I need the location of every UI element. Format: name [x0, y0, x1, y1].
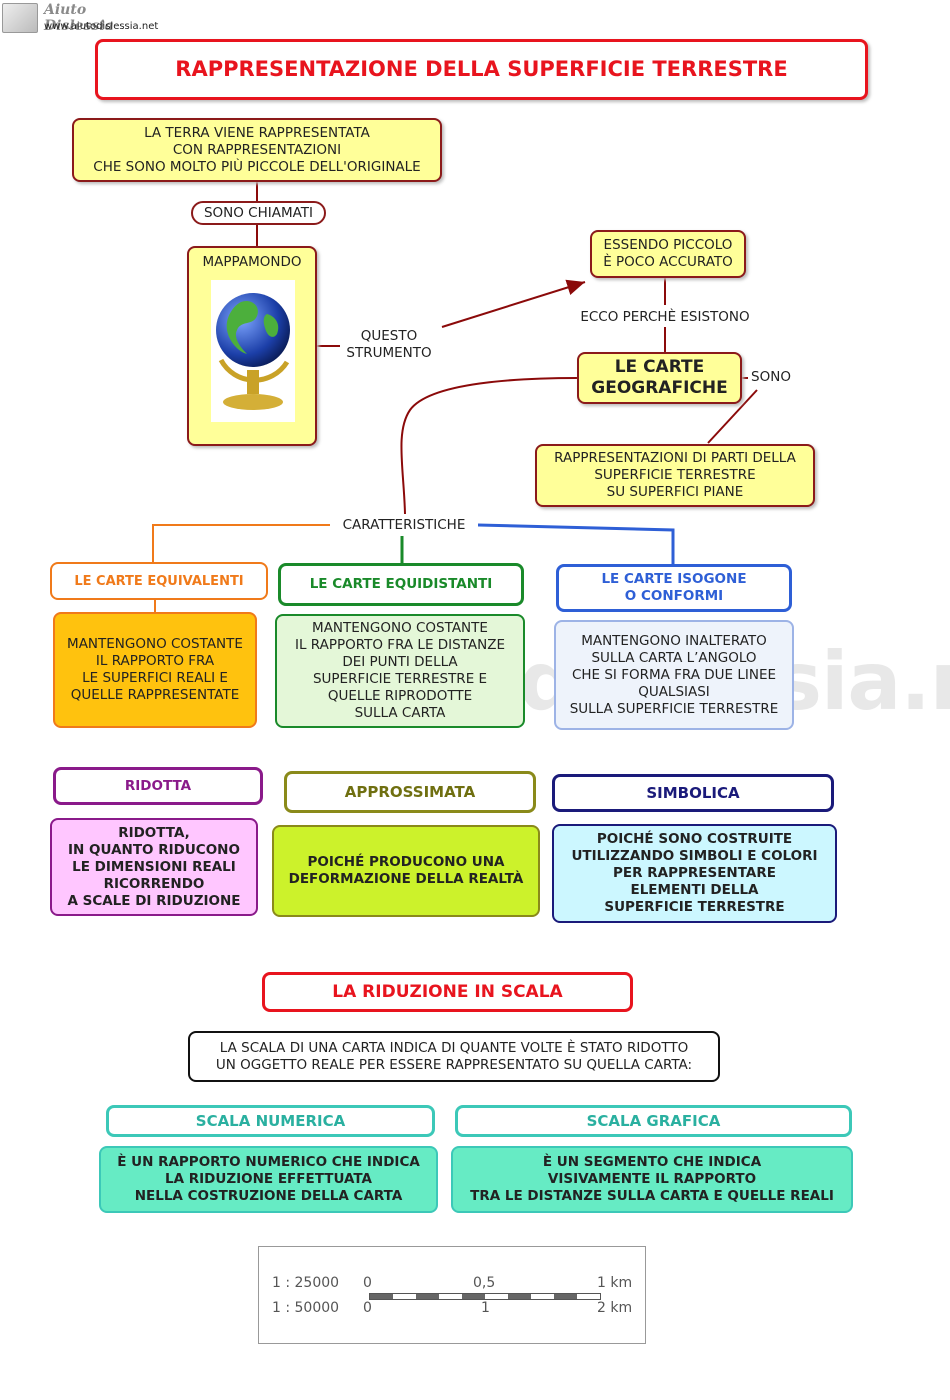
page-title: RAPPRESENTAZIONE DELLA SUPERFICIE TERRES… [95, 39, 868, 100]
link-sono-chiamati: SONO CHIAMATI [191, 201, 326, 225]
scale-row2-mid: 1 [481, 1300, 490, 1316]
scale-row2-end: 2 km [597, 1300, 633, 1316]
scale-desc-numerica: È UN RAPPORTO NUMERICO CHE INDICA LA RID… [99, 1146, 438, 1213]
type-title-equidistanti: LE CARTE EQUIDISTANTI [278, 563, 524, 606]
link-caratteristiche: CARATTERISTICHE [330, 517, 478, 534]
type-title-equivalenti: LE CARTE EQUIVALENTI [50, 562, 268, 600]
link-ecco-perche: ECCO PERCHÈ ESISTONO [570, 309, 760, 326]
scale-example: 1 : 25000 0 0,5 1 km 1 : 50000 0 1 2 km [258, 1246, 646, 1344]
prop-title-approssimata: APPROSSIMATA [284, 771, 536, 813]
link-questo-strumento: QUESTO STRUMENTO [340, 328, 438, 362]
scale-desc-grafica: È UN SEGMENTO CHE INDICA VISIVAMENTE IL … [451, 1146, 853, 1213]
riduzione-def: LA SCALA DI UNA CARTA INDICA DI QUANTE V… [188, 1031, 720, 1082]
logo: Aiuto Dislessia www.aiutodislessia.net [0, 0, 160, 36]
intro-box: LA TERRA VIENE RAPPRESENTATA CON RAPPRES… [72, 118, 442, 182]
logo-url: www.aiutodislessia.net [44, 21, 159, 32]
definizione-carte-box: RAPPRESENTAZIONI DI PARTI DELLA SUPERFIC… [535, 444, 815, 507]
logo-book-icon [2, 3, 38, 33]
prop-desc-approssimata: POICHÉ PRODUCONO UNA DEFORMAZIONE DELLA … [272, 825, 540, 917]
prop-title-ridotta: RIDOTTA [53, 767, 263, 805]
mappamondo-label: MAPPAMONDO [202, 254, 302, 270]
type-title-isogone: LE CARTE ISOGONE O CONFORMI [556, 564, 792, 612]
piccolo-box: ESSENDO PICCOLO È POCO ACCURATO [590, 230, 746, 278]
type-desc-equidistanti: MANTENGONO COSTANTE IL RAPPORTO FRA LE D… [275, 614, 525, 728]
prop-title-simbolica: SIMBOLICA [552, 774, 834, 812]
scale-title-grafica: SCALA GRAFICA [455, 1105, 852, 1137]
scale-row1-mid: 0,5 [473, 1275, 496, 1291]
mappamondo-box: MAPPAMONDO [187, 246, 317, 446]
type-desc-equivalenti: MANTENGONO COSTANTE IL RAPPORTO FRA LE S… [53, 612, 257, 728]
prop-desc-ridotta: RIDOTTA, IN QUANTO RIDUCONO LE DIMENSION… [50, 818, 258, 916]
scale-bar [369, 1293, 601, 1300]
scale-row2-start: 0 [363, 1300, 372, 1316]
logo-brand: Aiuto Dislessia [44, 2, 114, 34]
prop-desc-simbolica: POICHÉ SONO COSTRUITE UTILIZZANDO SIMBOL… [552, 824, 837, 923]
carte-geografiche-box: LE CARTE GEOGRAFICHE [577, 352, 742, 404]
scale-title-numerica: SCALA NUMERICA [106, 1105, 435, 1137]
scale-row1-start: 0 [363, 1275, 372, 1291]
scale-row2-ratio: 1 : 50000 [272, 1300, 340, 1316]
scale-row1-ratio: 1 : 25000 [272, 1275, 340, 1291]
link-sono: SONO [748, 369, 794, 386]
riduzione-title: LA RIDUZIONE IN SCALA [262, 972, 633, 1012]
type-desc-isogone: MANTENGONO INALTERATO SULLA CARTA L’ANGO… [554, 620, 794, 730]
globe-image [211, 280, 295, 422]
scale-row1-end: 1 km [597, 1275, 633, 1291]
